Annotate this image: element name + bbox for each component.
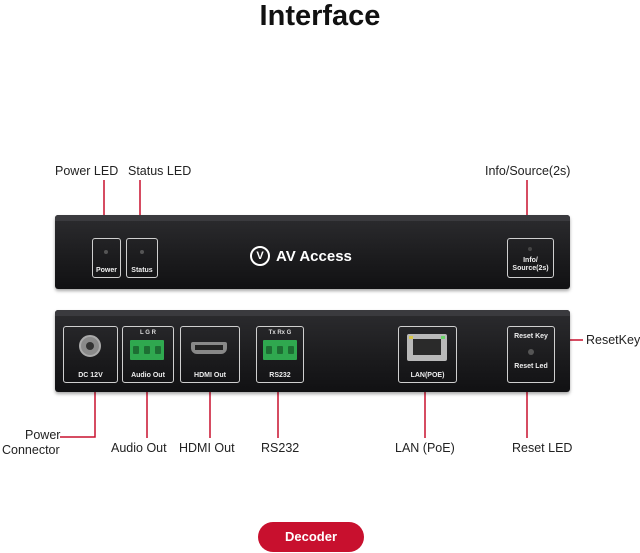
info-button-indicator (528, 247, 532, 251)
source-label: Source(2s) (512, 265, 549, 272)
audio-out-port: L G R Audio Out (122, 326, 174, 383)
rs232-terminal-icon (263, 340, 297, 360)
reset-key-label: Reset Key (514, 333, 548, 340)
rs232-callout: RS232 (261, 441, 300, 455)
reset-led-label: Reset Led (514, 363, 548, 370)
audio-out-label: Audio Out (131, 372, 165, 379)
power-led-indicator (104, 250, 108, 254)
dc-jack-icon (79, 335, 101, 357)
power-connector-line1: Power (25, 428, 61, 442)
reset-panel: Reset Key Reset Led (507, 326, 555, 383)
lan-label: LAN(POE) (410, 372, 445, 379)
power-led-callout: Power LED (55, 164, 119, 178)
page-title: Interface (259, 0, 381, 32)
dc-label: DC 12V (78, 372, 103, 379)
rs232-port: Tx Rx G RS232 (256, 326, 304, 383)
decoder-badge: Decoder (258, 522, 364, 552)
audio-pin-labels: L G R (140, 330, 156, 336)
hdmi-out-callout: HDMI Out (179, 441, 235, 455)
brand-logo: V AV Access (250, 243, 352, 269)
audio-out-callout: Audio Out (111, 441, 167, 455)
hdmi-out-label: HDMI Out (194, 372, 226, 379)
info-source-button[interactable]: Info/ Source(2s) (507, 238, 554, 278)
power-label: Power (95, 267, 117, 274)
info-label: Info/ (523, 257, 538, 264)
audio-terminal-icon (130, 340, 164, 360)
lan-poe-port: LAN(POE) (398, 326, 457, 383)
status-led-box: Status (126, 238, 158, 278)
status-led-callout: Status LED (128, 164, 192, 178)
status-led-indicator (140, 250, 144, 254)
rs232-pin-labels: Tx Rx G (268, 330, 292, 336)
brand-name: AV Access (276, 247, 352, 265)
status-label: Status (131, 267, 153, 274)
hdmi-out-port: HDMI Out (180, 326, 240, 383)
power-connector-line (60, 370, 96, 438)
dc-power-port: DC 12V (63, 326, 118, 383)
reset-key-callout: ResetKey (586, 333, 640, 347)
av-access-logo-icon: V (250, 246, 270, 266)
hdmi-connector-icon (191, 342, 227, 354)
info-source-callout: Info/Source(2s) (485, 164, 571, 178)
power-connector-callout-2: Connector (2, 443, 60, 457)
power-led-box: Power (92, 238, 121, 278)
reset-led-callout: Reset LED (512, 441, 573, 455)
lan-poe-callout: LAN (PoE) (395, 441, 455, 455)
rs232-label: RS232 (269, 372, 291, 379)
reset-key-button[interactable] (528, 349, 534, 355)
power-connector-callout: Power (25, 428, 60, 443)
ethernet-port-icon (407, 334, 447, 361)
